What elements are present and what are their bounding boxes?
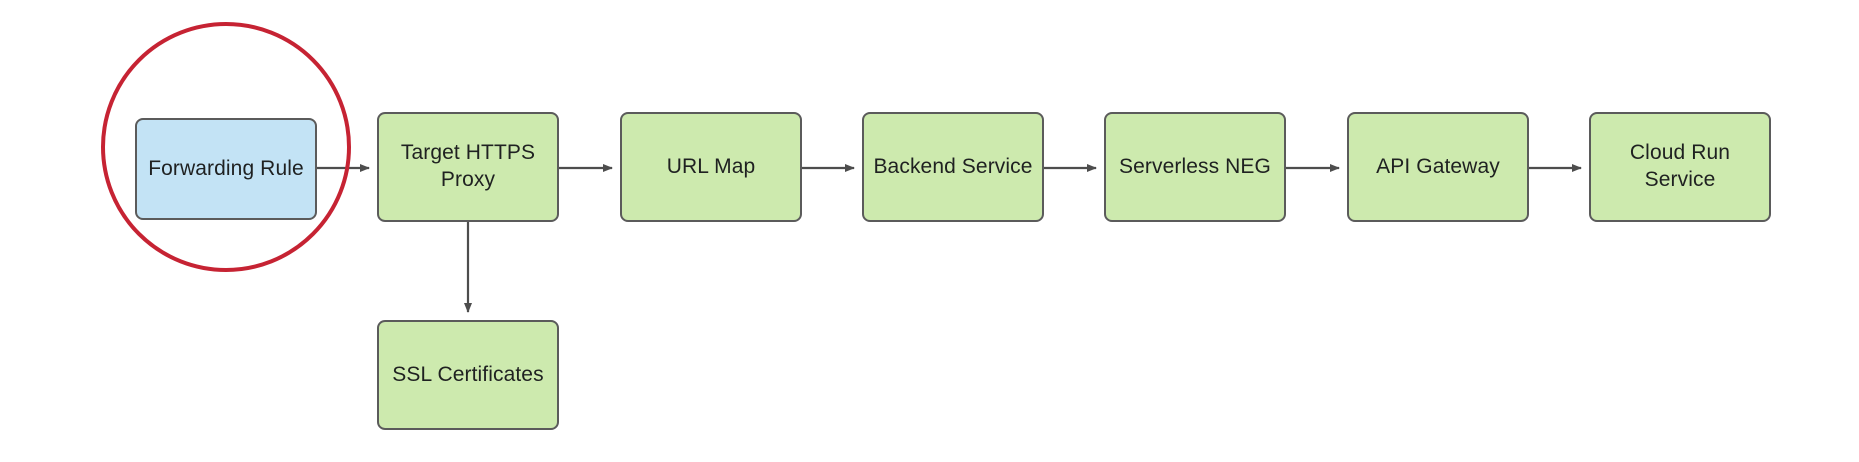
node-backend-service[interactable]: Backend Service: [862, 112, 1044, 222]
highlight-circle-forwarding-rule: [101, 22, 351, 272]
node-api-gateway[interactable]: API Gateway: [1347, 112, 1529, 222]
node-forwarding-rule[interactable]: Forwarding Rule: [135, 118, 317, 220]
node-ssl-certificates[interactable]: SSL Certificates: [377, 320, 559, 430]
node-url-map[interactable]: URL Map: [620, 112, 802, 222]
node-target-https-proxy[interactable]: Target HTTPS Proxy: [377, 112, 559, 222]
node-serverless-neg[interactable]: Serverless NEG: [1104, 112, 1286, 222]
node-cloud-run-service[interactable]: Cloud Run Service: [1589, 112, 1771, 222]
